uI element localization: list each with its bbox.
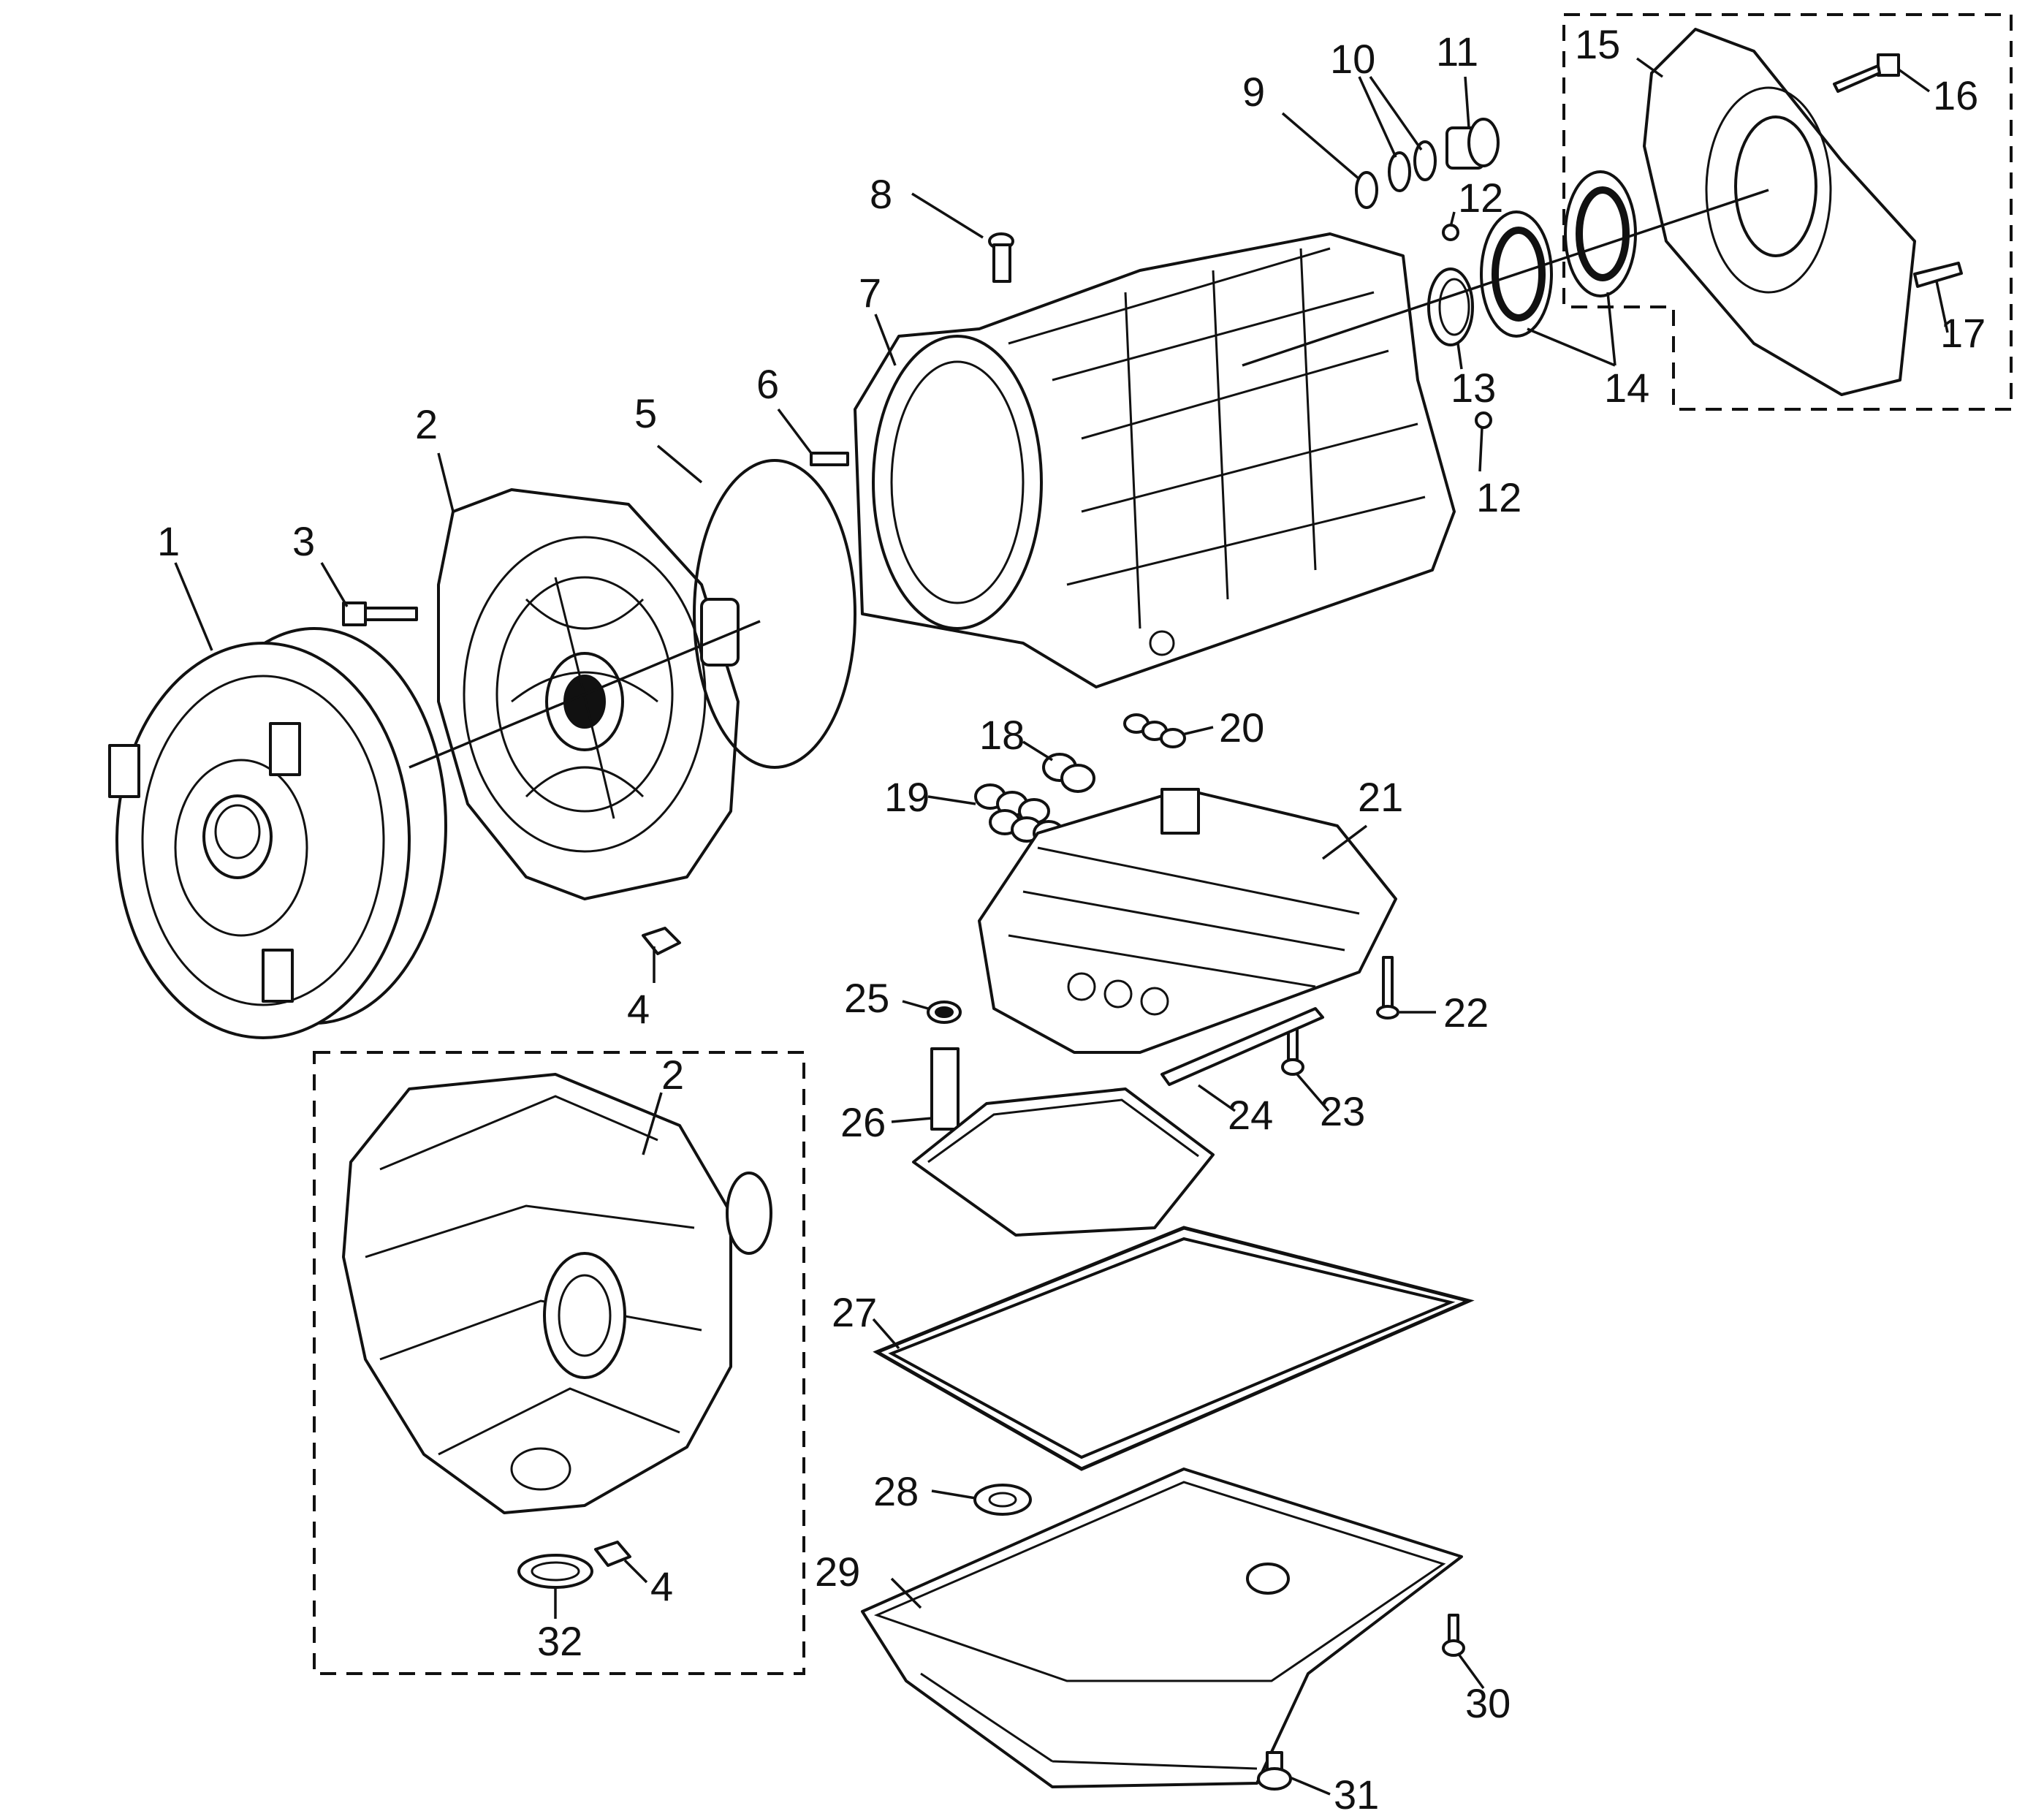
callout-15: 15: [1575, 21, 1620, 67]
callout-18: 18: [979, 712, 1025, 758]
seal-rings: [1388, 140, 1437, 192]
callout-labels: 1 2 3 4 5 6 7 8 9 10 11 12 12 13 14 15 1…: [157, 21, 1986, 1811]
shaft-axis-line: [409, 189, 1769, 769]
valve-body-seals-18: [1042, 753, 1095, 793]
valve-body-bolt: [1376, 956, 1399, 1020]
detail-frame-rear-cover: [1562, 13, 2013, 411]
pan-gasket: [873, 1226, 1475, 1471]
filter: [912, 1047, 1215, 1237]
clip-top: [642, 927, 681, 955]
callout-25: 25: [844, 975, 889, 1021]
bracket: [1160, 1007, 1324, 1086]
callout-24: 24: [1228, 1092, 1273, 1138]
sleeve: [1445, 118, 1500, 170]
washer: [973, 1484, 1032, 1516]
snap-ring: [1355, 171, 1378, 209]
callout-3: 3: [292, 518, 315, 564]
callout-14: 14: [1604, 365, 1649, 411]
callout-12-upper: 12: [1458, 175, 1503, 221]
callout-1: 1: [157, 518, 180, 564]
valve-body: [978, 788, 1397, 1054]
cover-bolt: [1833, 53, 1900, 93]
torque-converter: [108, 627, 447, 1039]
detail-frame-converter-housing: [313, 1051, 805, 1675]
callout-22: 22: [1443, 990, 1489, 1036]
stud: [1913, 262, 1963, 288]
callout-6: 6: [756, 361, 779, 407]
callout-17: 17: [1940, 310, 1986, 356]
rear-cover: [1643, 28, 1916, 396]
fill-plug: [988, 232, 1014, 283]
callout-8: 8: [870, 171, 892, 217]
pump-bolt: [342, 601, 418, 626]
callout-20: 20: [1219, 705, 1264, 751]
plug-12-upper: [1442, 224, 1459, 241]
oil-pan: [861, 1468, 1463, 1788]
callout-2-detail: 2: [661, 1052, 684, 1098]
bracket-bolt: [1281, 1022, 1304, 1076]
pump-housing: [437, 488, 740, 900]
retainer-ring: [517, 1554, 593, 1589]
callout-2: 2: [415, 401, 438, 447]
callout-27: 27: [832, 1289, 877, 1335]
transmission-case: [854, 232, 1456, 688]
callout-19: 19: [884, 774, 930, 820]
callout-32: 32: [537, 1618, 582, 1664]
valve-body-seals-20: [1123, 713, 1186, 748]
bushing: [1427, 267, 1474, 346]
callout-30: 30: [1465, 1680, 1511, 1726]
plug-12-lower: [1475, 411, 1492, 429]
callout-10: 10: [1330, 36, 1375, 82]
callout-23: 23: [1320, 1088, 1365, 1134]
callout-4: 4: [627, 986, 650, 1032]
callout-31: 31: [1334, 1772, 1379, 1811]
callout-7: 7: [859, 270, 881, 316]
clip-detail: [594, 1541, 631, 1567]
o-ring: [693, 459, 856, 769]
drain-plug: [1257, 1751, 1292, 1791]
converter-housing-detail: [342, 1073, 772, 1514]
callout-16: 16: [1933, 72, 1978, 118]
callout-13: 13: [1451, 365, 1496, 411]
callout-29: 29: [815, 1549, 860, 1595]
callout-21: 21: [1358, 774, 1403, 820]
callout-26: 26: [840, 1099, 886, 1145]
callout-28: 28: [873, 1468, 919, 1514]
callout-9: 9: [1242, 69, 1265, 115]
pan-bolt: [1442, 1614, 1465, 1657]
callout-12-lower: 12: [1476, 474, 1521, 520]
callout-11: 11: [1436, 29, 1478, 75]
rear-seals: [1480, 170, 1637, 338]
filter-seal: [927, 1001, 962, 1024]
dowel-pin: [810, 452, 849, 466]
callout-5: 5: [634, 390, 657, 436]
callout-4-detail: 4: [650, 1563, 673, 1609]
leader-lines: [174, 57, 1949, 1796]
